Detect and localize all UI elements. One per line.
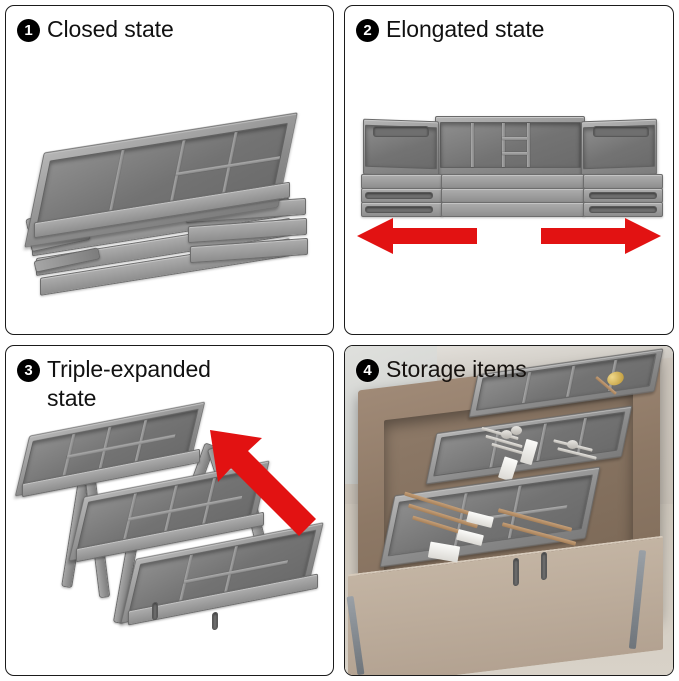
expand-right-arrow bbox=[541, 218, 661, 254]
spoon-head bbox=[567, 440, 578, 449]
panel-4-photograph bbox=[345, 346, 673, 675]
right-wing-handle bbox=[593, 126, 649, 137]
tray-stack-edge bbox=[441, 188, 585, 203]
numbered-badge-3-icon: 3 bbox=[17, 359, 40, 382]
center-tray bbox=[435, 116, 585, 176]
tray-divider-vertical bbox=[566, 365, 576, 398]
panel-1-illustration bbox=[6, 6, 333, 334]
tray-divider-vertical bbox=[526, 123, 530, 167]
expand-left-arrow bbox=[357, 218, 477, 254]
panel-2-illustration bbox=[345, 6, 673, 334]
slide-rail-right bbox=[589, 192, 657, 199]
spoon-head bbox=[501, 430, 512, 439]
slide-rail-left bbox=[365, 192, 433, 199]
panel-2-header: 2 Elongated state bbox=[356, 15, 544, 44]
numbered-badge-2-icon: 2 bbox=[356, 19, 379, 42]
tray-stack-edge bbox=[441, 202, 585, 217]
tray-rim bbox=[439, 122, 581, 168]
panel-4-title: Storage items bbox=[386, 356, 527, 382]
drawer-slide-rail bbox=[541, 551, 547, 581]
left-wing-handle bbox=[373, 126, 429, 137]
panel-1-header: 1 Closed state bbox=[17, 15, 174, 44]
panel-storage-items: 4 Storage items bbox=[344, 345, 674, 676]
panel-2-title: Elongated state bbox=[386, 16, 545, 42]
tray-divider-horizontal bbox=[501, 137, 527, 141]
tray-stack-edge bbox=[441, 174, 585, 189]
tray-divider-horizontal bbox=[67, 434, 176, 459]
spoon-head bbox=[511, 426, 522, 435]
slide-rail-right bbox=[589, 206, 657, 213]
drawer-slide-rail bbox=[513, 557, 519, 587]
tray-divider-vertical bbox=[471, 123, 475, 167]
lift-diagonal-arrow bbox=[204, 424, 326, 546]
panel-3-header: 3 Triple-expanded state bbox=[17, 355, 211, 413]
tray-stack-edge bbox=[583, 174, 663, 189]
tray-stack-edge bbox=[361, 174, 443, 189]
tray-divider-horizontal bbox=[182, 559, 289, 584]
numbered-badge-1-icon: 1 bbox=[17, 19, 40, 42]
numbered-badge-4-icon: 4 bbox=[356, 359, 379, 382]
panel-4-header: 4 Storage items bbox=[356, 355, 527, 384]
panel-3-title: Triple-expanded state bbox=[47, 356, 211, 411]
tray-divider-vertical bbox=[501, 123, 505, 167]
panel-1-title: Closed state bbox=[47, 16, 174, 42]
tray-divider-horizontal bbox=[501, 151, 527, 155]
tier-3-rail bbox=[212, 611, 218, 631]
panel-closed-state: 1 Closed state bbox=[5, 5, 334, 335]
slide-rail-left bbox=[365, 206, 433, 213]
panel-triple-expanded-state: 3 Triple-expanded state bbox=[5, 345, 334, 676]
tier-3-rail bbox=[152, 601, 158, 621]
panel-3-illustration bbox=[6, 346, 333, 675]
panel-elongated-state: 2 Elongated state bbox=[344, 5, 674, 335]
